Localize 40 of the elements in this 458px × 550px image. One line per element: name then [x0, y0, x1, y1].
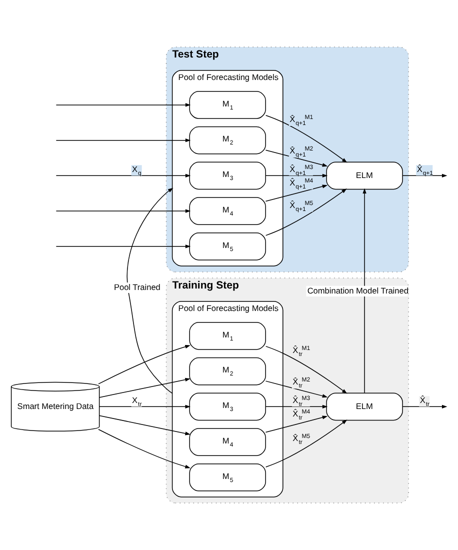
node-box: M$_{1}$	[189, 322, 266, 350]
arrow	[56, 138, 191, 142]
arrow	[402, 174, 448, 178]
arrow	[56, 244, 191, 248]
arrow	[99, 404, 191, 409]
edge-label: Pool Trained	[114, 282, 160, 292]
arrow	[265, 188, 347, 236]
arrow	[126, 188, 174, 394]
node-box: M$_{5}$	[189, 463, 266, 492]
arrow	[265, 150, 328, 167]
edge-label: X$_{q}$	[132, 164, 142, 177]
arrow	[99, 415, 190, 436]
node-box: M$_{1}$	[189, 91, 266, 119]
edge-label: X̂$_{q+1}$	[416, 164, 434, 177]
arrow	[265, 174, 328, 178]
arrow	[98, 344, 190, 384]
arrow	[362, 188, 366, 394]
arrow	[265, 380, 328, 398]
node-box: M$_{4}$	[189, 197, 266, 225]
edge-label: X̂$_{tr}$	[420, 396, 430, 408]
node-box: M$_{3}$	[189, 162, 266, 190]
arrow	[98, 428, 190, 468]
edge-label: Combination Model Trained	[307, 286, 408, 296]
arrow	[99, 378, 190, 398]
node-box: M$_{2}$	[189, 357, 266, 386]
node-box: M$_{2}$	[189, 126, 266, 154]
node-box: M$_{4}$	[189, 428, 266, 456]
arrow	[402, 404, 448, 409]
arrow	[56, 103, 191, 107]
arrow	[265, 404, 328, 409]
arrow	[265, 416, 328, 433]
arrow	[265, 420, 348, 468]
node-box: ELM	[326, 162, 403, 190]
arrow	[56, 174, 191, 178]
edge-label: X$_{tr}$	[132, 396, 142, 408]
node-box: M$_{3}$	[189, 392, 266, 421]
arrow	[265, 184, 328, 202]
arrow	[56, 209, 191, 213]
node-box: M$_{5}$	[189, 232, 266, 260]
node-box: ELM	[326, 392, 403, 421]
